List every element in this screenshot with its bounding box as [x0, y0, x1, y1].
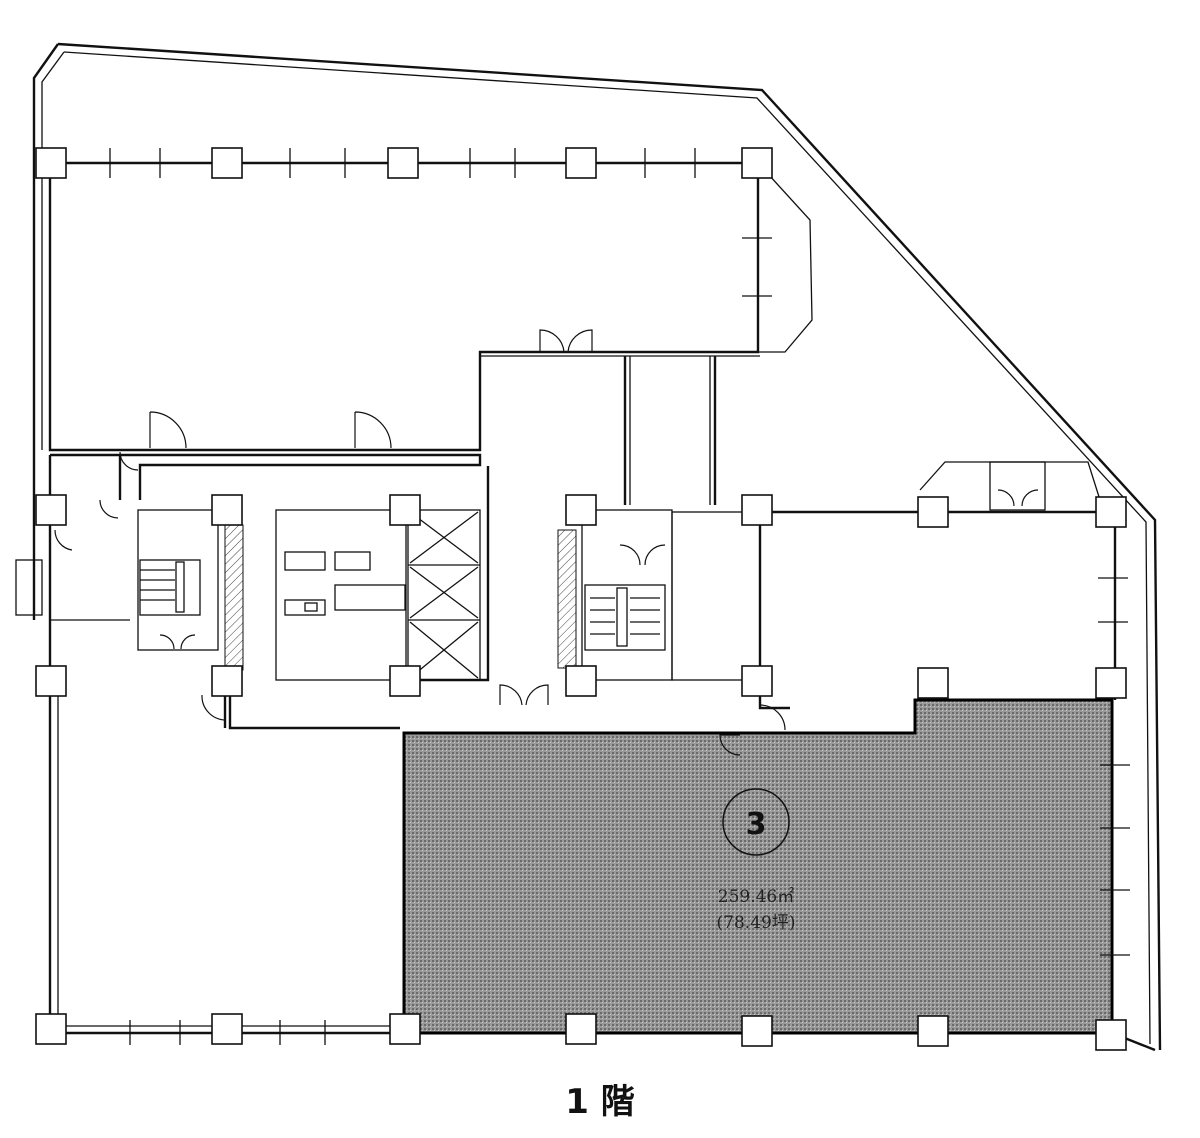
exterior-wall: [32, 42, 1162, 1051]
unit-number: 3: [746, 807, 767, 842]
floor-label-container: 1 階: [0, 1074, 1200, 1123]
unit-area-tsubo: (78.49坪): [717, 913, 796, 933]
tenant-space-3[interactable]: [402, 698, 1114, 1035]
structural-columns: [35, 147, 1127, 1051]
floor-label: 1 階: [565, 1082, 635, 1122]
unit-number-circle: [722, 788, 790, 856]
door-swings: [54, 329, 1039, 756]
north-window-ticks: [109, 148, 772, 297]
unit-area-sqm: 259.46㎡: [718, 887, 794, 907]
core-walls: [15, 356, 790, 730]
stairs-east: [584, 584, 666, 651]
stairs-west: [139, 559, 201, 616]
north-wing-room: [48, 148, 813, 452]
restroom-fixtures: [284, 551, 406, 616]
